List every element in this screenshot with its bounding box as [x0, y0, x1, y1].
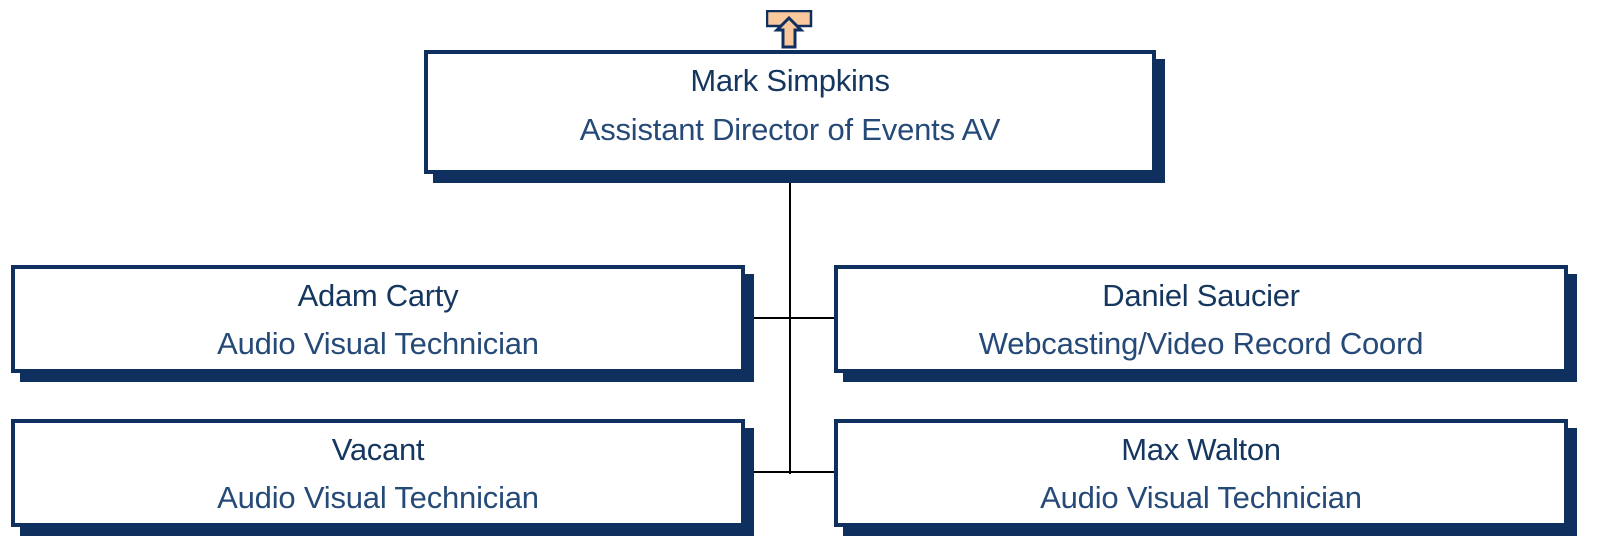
connector-vertical: [789, 174, 791, 474]
job-title: Audio Visual Technician: [217, 326, 539, 361]
report-box[interactable]: Adam Carty Audio Visual Technician: [11, 265, 745, 373]
person-name: Vacant: [331, 432, 425, 467]
up-arrow-icon[interactable]: [766, 10, 814, 50]
job-title: Audio Visual Technician: [217, 480, 539, 515]
report-box[interactable]: Vacant Audio Visual Technician: [11, 419, 745, 527]
person-name: Max Walton: [1121, 432, 1281, 467]
report-box[interactable]: Daniel Saucier Webcasting/Video Record C…: [834, 265, 1568, 373]
person-name: Adam Carty: [297, 278, 459, 313]
connector-row-1: [745, 317, 834, 319]
connector-row-2: [745, 471, 834, 473]
job-title: Webcasting/Video Record Coord: [978, 326, 1424, 361]
job-title: Assistant Director of Events AV: [579, 112, 1001, 147]
report-box[interactable]: Max Walton Audio Visual Technician: [834, 419, 1568, 527]
manager-box[interactable]: Mark Simpkins Assistant Director of Even…: [424, 50, 1156, 174]
person-name: Mark Simpkins: [690, 63, 890, 98]
person-name: Daniel Saucier: [1102, 278, 1300, 313]
job-title: Audio Visual Technician: [1040, 480, 1362, 515]
